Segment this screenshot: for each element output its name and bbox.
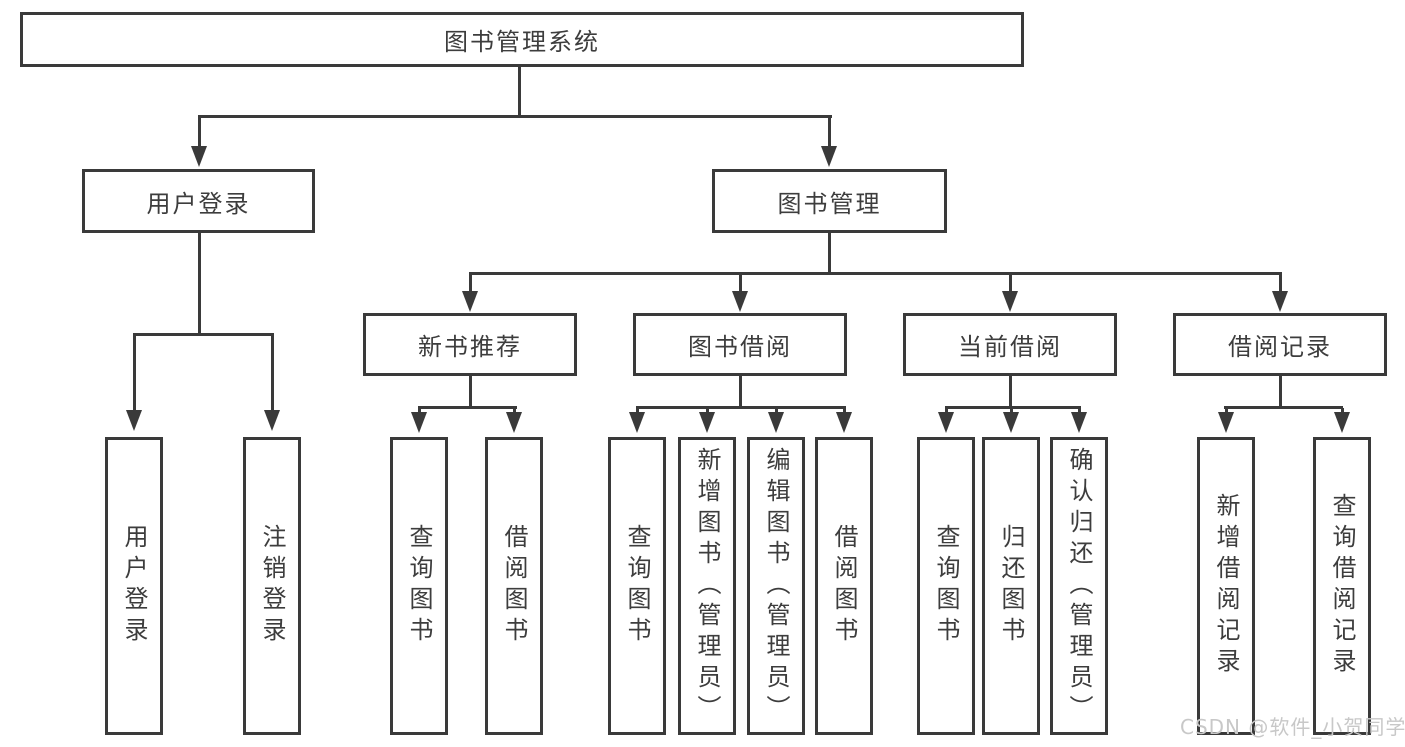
connector-line [271,335,274,411]
leaf-query-books: 查询图书 [608,437,666,735]
leaf-label: 查询图书 [932,524,960,648]
connector-line [1009,274,1012,293]
arrow-down-icon [126,410,142,431]
arrow-down-icon [1218,412,1234,433]
leaf-label: 确认归还（管理员） [1065,446,1093,726]
connector-line [1279,274,1282,293]
connector-line [198,117,201,147]
connector-group-stub [1009,376,1012,408]
connector-level1-bar [198,115,832,118]
arrow-down-icon [732,291,748,312]
arrow-down-icon [411,412,427,433]
leaf-query-books-recommend: 查询图书 [390,437,448,735]
connector-line [513,408,516,413]
connector-group-bar [636,406,846,409]
leaf-borrow-books-recommend: 借阅图书 [485,437,543,735]
node-root: 图书管理系统 [20,12,1024,67]
connector-line [133,335,136,411]
node-new-book-recommend: 新书推荐 [363,313,577,376]
leaf-edit-books-admin: 编辑图书（管理员） [747,437,805,735]
leaf-label: 注销登录 [258,524,286,648]
arrow-down-icon [768,412,784,433]
connector-group-stub [1279,376,1282,408]
node-user-login-branch: 用户登录 [82,169,315,233]
arrow-down-icon [191,146,207,167]
connector-line [1078,408,1081,413]
connector-book-stub [828,232,831,274]
connector-user-stub [198,233,201,336]
leaf-label: 新增图书（管理员） [693,446,721,726]
arrow-down-icon [506,412,522,433]
arrow-down-icon [821,146,837,167]
leaf-confirm-return-admin: 确认归还（管理员） [1050,437,1108,735]
node-current-borrow: 当前借阅 [903,313,1117,376]
connector-line [706,408,709,413]
node-root-label: 图书管理系统 [444,28,600,56]
arrow-down-icon [1002,291,1018,312]
node-label: 图书管理 [777,189,882,218]
arrow-down-icon [699,412,715,433]
node-label: 当前借阅 [958,333,1062,361]
connector-line [775,408,778,413]
leaf-label: 新增借阅记录 [1212,493,1240,679]
leaf-label: 编辑图书（管理员） [762,446,790,726]
leaf-return-books: 归还图书 [982,437,1040,735]
connector-line [1341,408,1344,413]
arrow-down-icon [1071,412,1087,433]
connector-line [1225,408,1228,413]
arrow-down-icon [1003,412,1019,433]
connector-root-stub [518,67,521,117]
arrow-down-icon [264,410,280,431]
leaf-label: 查询借阅记录 [1328,493,1356,679]
leaf-add-borrow-record: 新增借阅记录 [1197,437,1255,735]
leaf-label: 用户登录 [120,524,148,648]
connector-line [418,408,421,413]
connector-group-stub [469,376,472,408]
leaf-query-borrow-record: 查询借阅记录 [1313,437,1371,735]
connector-user-bar [133,333,274,336]
connector-line [739,274,742,293]
arrow-down-icon [836,412,852,433]
arrow-down-icon [1272,291,1288,312]
leaf-label: 查询图书 [405,524,433,648]
node-label: 借阅记录 [1228,333,1332,361]
node-label: 用户登录 [146,189,251,218]
connector-level2-bar [469,272,1282,275]
connector-line [945,408,948,413]
connector-group-bar [945,406,1081,409]
leaf-user-login: 用户登录 [105,437,163,735]
node-book-borrow: 图书借阅 [633,313,847,376]
leaf-label: 归还图书 [997,524,1025,648]
leaf-label: 借阅图书 [500,524,528,648]
connector-group-stub [739,376,742,408]
watermark: CSDN @软件_小贺同学 [1180,715,1405,739]
leaf-logout: 注销登录 [243,437,301,735]
node-label: 图书借阅 [688,333,792,361]
node-label: 新书推荐 [418,333,522,361]
connector-group-bar [1224,406,1343,409]
leaf-add-books-admin: 新增图书（管理员） [678,437,736,735]
connector-line [469,274,472,293]
connector-line [636,408,639,413]
leaf-label: 借阅图书 [830,524,858,648]
connector-line [843,408,846,413]
arrow-down-icon [938,412,954,433]
arrow-down-icon [1334,412,1350,433]
connector-group-bar [418,406,517,409]
arrow-down-icon [629,412,645,433]
connector-line [1010,408,1013,413]
node-borrow-records: 借阅记录 [1173,313,1387,376]
node-book-management-branch: 图书管理 [712,169,947,233]
leaf-label: 查询图书 [623,524,651,648]
leaf-borrow-books: 借阅图书 [815,437,873,735]
leaf-query-books-current: 查询图书 [917,437,975,735]
arrow-down-icon [462,291,478,312]
connector-line [828,117,831,147]
